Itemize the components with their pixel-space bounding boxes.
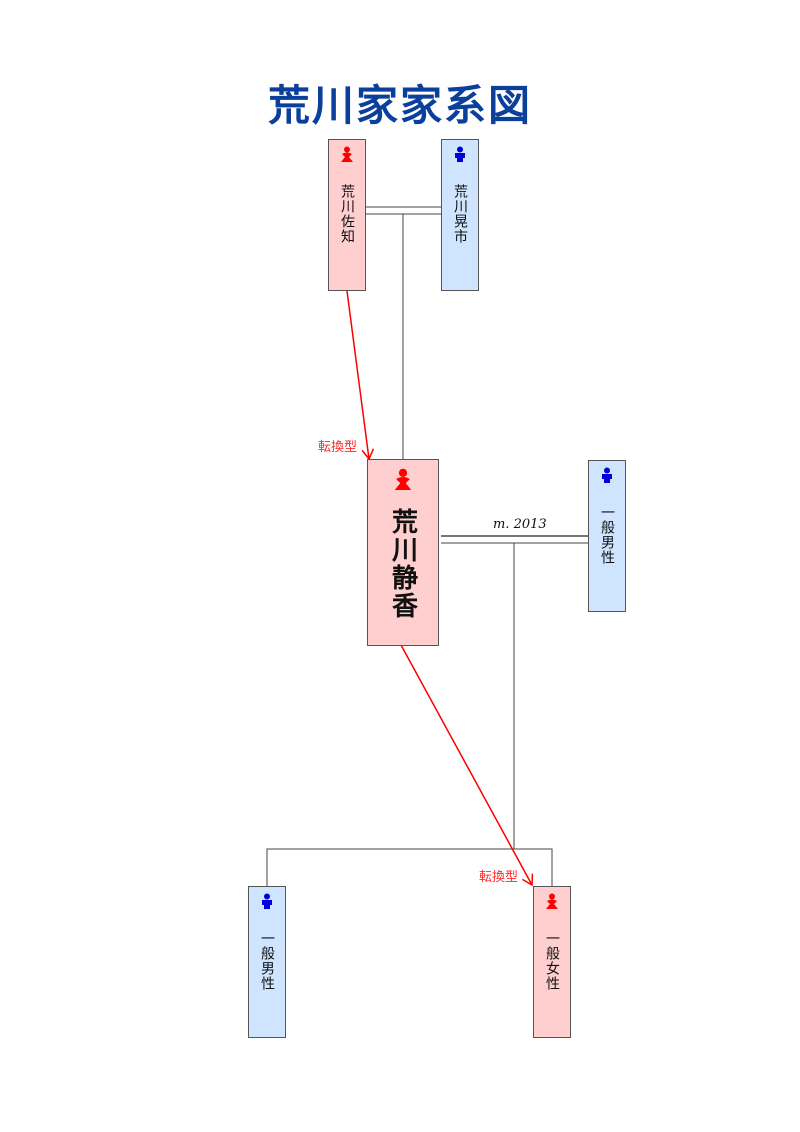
conversion-arrow-2	[400, 644, 532, 885]
person-koichi[interactable]: 荒川晃市	[441, 139, 479, 291]
marriage-line-parents	[366, 206, 441, 215]
marriage-label: m. 2013	[493, 517, 547, 532]
sibling-bar	[266, 848, 553, 886]
female-person-icon	[341, 146, 353, 162]
male-person-icon	[455, 146, 465, 162]
female-person-icon	[394, 468, 412, 490]
male-person-icon	[262, 893, 272, 909]
person-name: 荒川佐知	[339, 184, 355, 244]
person-child-female[interactable]: 一般女性	[533, 886, 571, 1038]
person-sachi[interactable]: 荒川佐知	[328, 139, 366, 291]
person-name: 荒川晃市	[452, 184, 468, 244]
page-title: 荒川家家系図	[267, 81, 532, 130]
person-name: 一般女性	[544, 931, 560, 991]
conversion-label-2: 転換型	[479, 870, 519, 885]
person-name: 荒川静香	[387, 508, 418, 620]
person-child-male[interactable]: 一般男性	[248, 886, 286, 1038]
conversion-arrow-1	[346, 290, 369, 459]
male-person-icon	[602, 467, 612, 483]
person-name: 一般男性	[259, 931, 275, 991]
marriage-line-shizuka	[441, 535, 588, 544]
female-person-icon	[546, 893, 558, 909]
person-shizuka[interactable]: 荒川静香	[367, 459, 439, 646]
conversion-label-1: 転換型	[318, 440, 358, 455]
person-name: 一般男性	[599, 505, 615, 565]
person-spouse[interactable]: 一般男性	[588, 460, 626, 612]
